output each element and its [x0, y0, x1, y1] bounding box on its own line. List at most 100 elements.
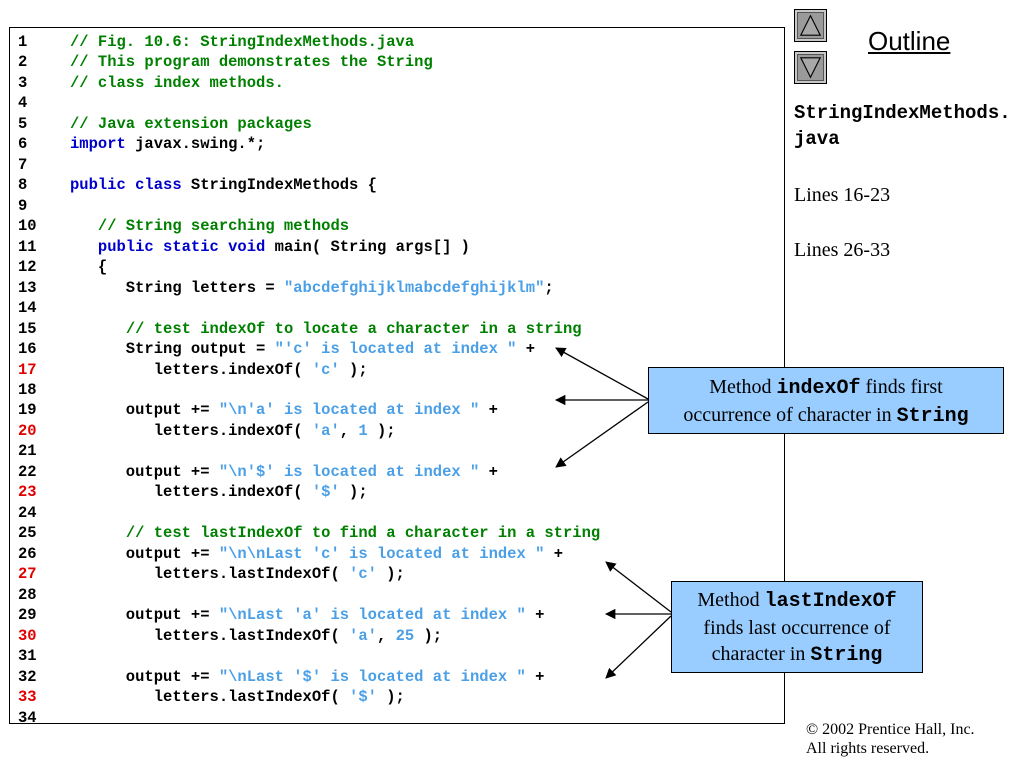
code-text: letters.indexOf( '$' );: [70, 482, 368, 502]
code-token: 'a': [349, 626, 377, 645]
line-number: 29: [18, 606, 37, 625]
line-number: 12: [18, 258, 37, 277]
code-token: output +=: [70, 667, 219, 686]
line-number: 26: [18, 544, 37, 563]
code-token: +: [525, 606, 545, 625]
line-number: 10: [18, 217, 37, 236]
code-token: "\nLast 'a' is located at index ": [218, 606, 526, 625]
next-slide-button[interactable]: [794, 51, 827, 84]
code-text: letters.lastIndexOf( '$' );: [70, 687, 405, 707]
code-token: // Java extension packages: [70, 114, 312, 133]
code-token: [70, 217, 98, 235]
code-token: ,: [376, 626, 396, 645]
copyright-line-1: © 2002 Prentice Hall, Inc.: [806, 721, 975, 738]
line-number: 15: [18, 319, 37, 338]
code-token: "\n\nLast 'c' is located at index ": [218, 544, 545, 563]
callout-line-1: Method indexOf finds first: [709, 376, 943, 400]
line-number: 25: [18, 524, 37, 543]
code-token: );: [414, 626, 443, 645]
line-number: 17: [18, 360, 37, 379]
lines-26-33-link[interactable]: Lines 26-33: [794, 239, 891, 261]
code-token: // Fig. 10.6: StringIndexMethods.java: [70, 33, 415, 51]
code-text: letters.lastIndexOf( 'c' );: [70, 564, 405, 584]
callout-line-1: Method lastIndexOf: [697, 589, 897, 613]
outline-link[interactable]: Outline: [868, 26, 951, 56]
code-token: // class index methods.: [70, 73, 284, 92]
line-number: 8: [18, 176, 28, 195]
line-number: 3: [18, 73, 28, 92]
line-number: 32: [18, 667, 37, 686]
line-number: 14: [18, 299, 37, 318]
code-text: public class StringIndexMethods {: [70, 175, 377, 195]
code-token: // This program demonstrates the String: [70, 53, 433, 72]
line-number: 31: [18, 647, 37, 666]
code-token: "'c' is located at index ": [274, 340, 517, 359]
code-token: // test indexOf to locate a character in…: [125, 319, 582, 338]
code-text: // Java extension packages: [70, 114, 312, 134]
code-text: output += "\nLast '$' is located at inde…: [70, 667, 545, 687]
code-token: [70, 524, 126, 542]
callout-line-2: finds last occurrence of: [703, 617, 891, 639]
code-token: {: [70, 258, 108, 277]
code-token: );: [367, 421, 396, 440]
code-token: import: [70, 135, 126, 154]
code-token: ;: [544, 278, 554, 297]
code-token: letters.lastIndexOf(: [70, 688, 350, 707]
lastindexof-callout: Method lastIndexOf finds last occurrence…: [671, 581, 923, 673]
previous-slide-button[interactable]: [794, 9, 827, 42]
code-token: );: [339, 483, 368, 502]
code-token: 'a': [311, 421, 340, 440]
code-token: +: [479, 401, 498, 420]
code-token: public static void: [97, 237, 266, 256]
line-number: 28: [18, 585, 37, 604]
code-token: letters.indexOf(: [70, 483, 312, 502]
code-token: output +=: [70, 401, 219, 420]
code-token: output +=: [70, 544, 219, 563]
callout-line-2: occurrence of character in String: [683, 404, 969, 428]
code-token: +: [544, 544, 563, 563]
line-number: 22: [18, 462, 37, 481]
code-token: '$': [311, 483, 340, 502]
code-token: "\n'$' is located at index ": [218, 462, 480, 481]
code-text: // This program demonstrates the String: [70, 52, 433, 72]
code-text: String output = "'c' is located at index…: [70, 339, 535, 359]
code-text: import javax.swing.*;: [70, 134, 265, 154]
line-number: 23: [18, 483, 37, 502]
code-token: // String searching methods: [97, 217, 350, 236]
code-text: // test indexOf to locate a character in…: [70, 319, 582, 339]
code-token: output +=: [70, 606, 219, 625]
code-token: "abcdefghijklmabcdefghijklm": [283, 278, 545, 297]
code-token: StringIndexMethods {: [181, 176, 377, 195]
code-text: {: [70, 257, 107, 277]
line-number: 18: [18, 380, 37, 399]
line-number: 5: [18, 114, 28, 133]
lines-16-23-link[interactable]: Lines 16-23: [794, 184, 891, 206]
line-number: 6: [18, 135, 28, 154]
code-token: +: [525, 667, 545, 686]
code-token: "\nLast '$' is located at index ": [218, 667, 526, 686]
code-text: output += "\n'a' is located at index " +: [70, 400, 498, 420]
code-token: String letters =: [70, 278, 284, 297]
line-number: 34: [18, 708, 37, 724]
line-number: 27: [18, 565, 37, 584]
triangle-up-icon: [797, 12, 824, 39]
line-number: 4: [18, 94, 28, 113]
code-token: letters.lastIndexOf(: [70, 626, 350, 645]
code-token: 25: [395, 626, 415, 645]
code-token: [70, 238, 98, 256]
line-number: 16: [18, 340, 37, 359]
triangle-down-icon: [797, 54, 824, 81]
code-text: letters.indexOf( 'a', 1 );: [70, 421, 396, 441]
code-token: );: [339, 360, 368, 379]
code-text: output += "\n'$' is located at index " +: [70, 462, 498, 482]
code-token: output +=: [70, 462, 219, 481]
line-number: 21: [18, 442, 37, 461]
indexof-callout: Method indexOf finds first occurrence of…: [648, 367, 1004, 434]
code-token: javax.swing.*;: [125, 135, 266, 154]
line-number: 1: [18, 33, 28, 51]
code-text: String letters = "abcdefghijklmabcdefghi…: [70, 278, 554, 298]
code-text: letters.lastIndexOf( 'a', 25 );: [70, 626, 442, 646]
code-token: +: [516, 340, 536, 359]
code-text: // String searching methods: [70, 216, 349, 236]
code-token: // test lastIndexOf to find a character …: [125, 524, 601, 543]
